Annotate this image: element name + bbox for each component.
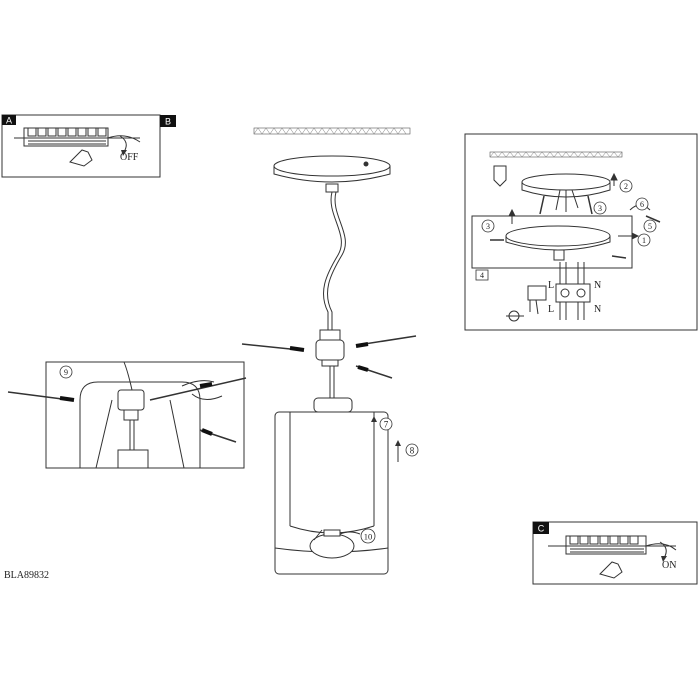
step-5-label: 5: [648, 222, 652, 231]
terminal-block-c: [548, 535, 677, 579]
step-1-label: 1: [642, 236, 646, 245]
mount-detail-panel: [464, 133, 698, 331]
step-8-marker: 8: [395, 440, 419, 462]
wire-l-lower: L: [548, 304, 554, 315]
terminal-block-a: [14, 127, 141, 147]
panel-b-letter: B: [165, 117, 171, 127]
step-6-label: 6: [640, 200, 644, 209]
panel-a-letter: A: [6, 116, 12, 126]
model-code: BLA89832: [4, 570, 49, 581]
step-8-label: 8: [410, 446, 415, 456]
pendant-lamp: [241, 155, 417, 575]
step-2-label: 2: [624, 182, 628, 191]
step-3-label-lower: 3: [486, 222, 490, 231]
step-3-label-upper: 3: [598, 204, 602, 213]
detail-9-connector: [7, 361, 247, 469]
panel-c-on-label: ON: [662, 560, 676, 571]
mount-step-labels: 2 3 6 5 1 3 4 L N L N: [480, 179, 657, 315]
wire-n-lower: N: [594, 304, 601, 315]
step-7-label: 7: [384, 420, 389, 430]
ceiling-hatch-main: [253, 127, 411, 135]
panel-c-switch-on: C ON: [532, 521, 698, 585]
panel-b-label: B: [160, 115, 176, 127]
wire-l-upper: L: [548, 280, 554, 291]
panel-c-letter: C: [538, 524, 545, 534]
step-10-label: 10: [364, 532, 373, 542]
step-10-marker: 10: [313, 528, 376, 544]
hand-icon: [69, 149, 93, 167]
wire-n-upper: N: [594, 280, 601, 291]
step-4-label: 4: [480, 271, 484, 280]
panel-a-off-label: OFF: [120, 152, 139, 163]
panel-a-switch-off: A OFF: [1, 114, 161, 178]
step-7-marker: 7: [371, 416, 393, 438]
step-9-label: 9: [64, 368, 68, 377]
